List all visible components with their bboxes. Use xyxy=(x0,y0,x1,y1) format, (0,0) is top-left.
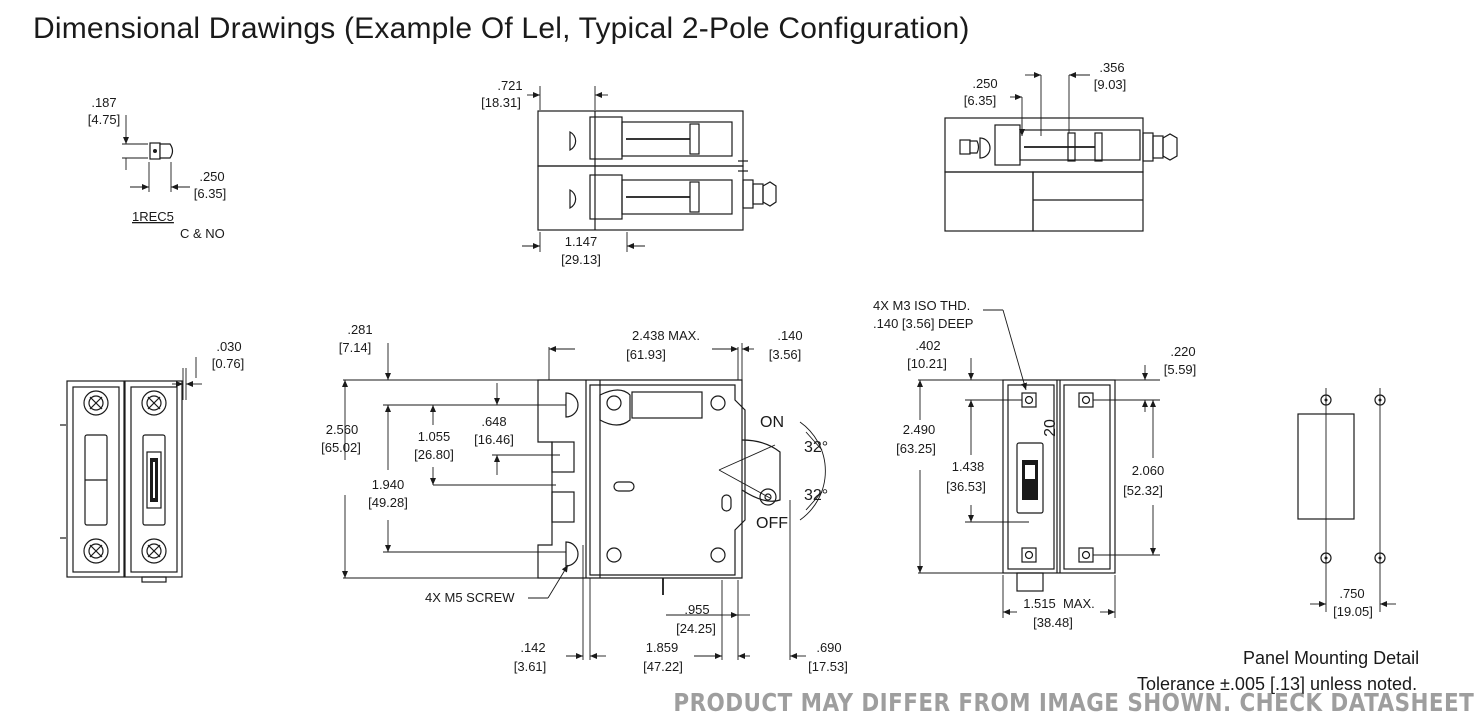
dim-terminal-width: .250 xyxy=(199,169,224,184)
dim-side-offset-mm: [3.61] xyxy=(514,659,547,674)
dim-side-holes: 1.940 xyxy=(372,477,405,492)
dim-terminal-thickness: .187 xyxy=(91,95,116,110)
dim-side-width: 2.438 MAX. xyxy=(632,328,700,343)
dim-side-pin: .955 xyxy=(684,602,709,617)
dim-rear-height: 2.490 xyxy=(903,422,936,437)
dim-top-b: 1.147 xyxy=(565,234,598,249)
screw-label: 4X M5 SCREW xyxy=(425,590,515,605)
dim-side-small-mm: [16.46] xyxy=(474,432,514,447)
rear-rating: 20 xyxy=(1042,419,1059,437)
dim-side-height-mm: [65.02] xyxy=(321,440,361,455)
page-title: Dimensional Drawings (Example Of Lel, Ty… xyxy=(33,12,970,45)
thread-label-line-2: .140 [3.56] DEEP xyxy=(873,316,973,331)
side-view: .281 [7.14] 2.438 MAX. [61.93] .140 [3.5… xyxy=(321,322,848,674)
dim-rear-holes-mm: [52.32] xyxy=(1123,483,1163,498)
dim-side-small: .648 xyxy=(481,414,506,429)
dim-side-width-mm: [61.93] xyxy=(626,347,666,362)
dim-top-a-mm: [18.31] xyxy=(481,95,521,110)
dim-side-base: 1.859 xyxy=(646,640,679,655)
dim-rear-mid-mm: [36.53] xyxy=(946,479,986,494)
dim-terminal-width-mm: [6.35] xyxy=(194,186,227,201)
dim-terminal-thickness-mm: [4.75] xyxy=(88,112,121,127)
panel-detail-label: Panel Mounting Detail xyxy=(1243,648,1420,668)
dim-rear-top: .402 xyxy=(915,338,940,353)
thread-label-line-1: 4X M3 ISO THD. xyxy=(873,298,970,313)
dim-side-offset: .142 xyxy=(520,640,545,655)
dim-side-holes-mm: [49.28] xyxy=(368,495,408,510)
dim-side-height: 2.560 xyxy=(326,422,359,437)
dim-side-top: .281 xyxy=(347,322,372,337)
dim-panel-width: .750 xyxy=(1339,586,1364,601)
dim-rear-mid: 1.438 xyxy=(952,459,985,474)
tolerance-note: Tolerance ±.005 [.13] unless noted. xyxy=(1137,674,1418,694)
dim-side-edge: .140 xyxy=(777,328,802,343)
dim-side-pin-mm: [24.25] xyxy=(676,621,716,636)
dim-rear-width-mm: [38.48] xyxy=(1033,615,1073,630)
dim-side-mid: 1.055 xyxy=(418,429,451,444)
dim-side-handle: .690 xyxy=(816,640,841,655)
dim-side-top-mm: [7.14] xyxy=(339,340,372,355)
dim-side-base-mm: [47.22] xyxy=(643,659,683,674)
dim-panel-width-mm: [19.05] xyxy=(1333,604,1373,619)
front-view: .030 [0.76] xyxy=(60,339,245,583)
rear-view: 20 4X M3 ISO THD. .140 [3.56] DEEP xyxy=(873,298,1196,630)
terminal-part-note: C & NO xyxy=(180,226,225,241)
terminal-part-code: 1REC5 xyxy=(132,209,174,224)
dim-top-right-b: .356 xyxy=(1099,60,1124,75)
angle-off-label: 32° xyxy=(804,487,828,504)
dim-top-right-b-mm: [9.03] xyxy=(1094,77,1127,92)
angle-on-label: 32° xyxy=(804,439,828,456)
top-right-view: .250 [6.35] .356 [9.03] xyxy=(944,60,1178,232)
dim-rear-width: 1.515 MAX. xyxy=(1023,596,1095,611)
dim-rear-holes: 2.060 xyxy=(1132,463,1165,478)
dim-side-edge-mm: [3.56] xyxy=(769,347,802,362)
dim-rear-edge-mm: [5.59] xyxy=(1164,362,1197,377)
top-view: .721 [18.31] 1.147 [29.13] xyxy=(481,78,777,267)
dim-rear-edge: .220 xyxy=(1170,344,1195,359)
dim-front-gap: .030 xyxy=(216,339,241,354)
dim-rear-top-mm: [10.21] xyxy=(907,356,947,371)
dim-front-gap-mm: [0.76] xyxy=(212,356,245,371)
dim-rear-height-mm: [63.25] xyxy=(896,441,936,456)
dim-side-handle-mm: [17.53] xyxy=(808,659,848,674)
dim-top-right-a: .250 xyxy=(972,76,997,91)
terminal-icon xyxy=(149,142,174,160)
on-label: ON xyxy=(760,414,784,431)
off-label: OFF xyxy=(756,515,788,532)
dim-top-right-a-mm: [6.35] xyxy=(964,93,997,108)
dim-top-b-mm: [29.13] xyxy=(561,252,601,267)
dim-side-mid-mm: [26.80] xyxy=(414,447,454,462)
datasheet-watermark: PRODUCT MAY DIFFER FROM IMAGE SHOWN. CHE… xyxy=(673,688,1474,717)
dim-top-a: .721 xyxy=(497,78,522,93)
panel-mounting-detail: .750 [19.05] xyxy=(1297,388,1396,619)
terminal-detail: .187 [4.75] .250 [6.35] 1REC5 C & NO xyxy=(88,95,227,241)
